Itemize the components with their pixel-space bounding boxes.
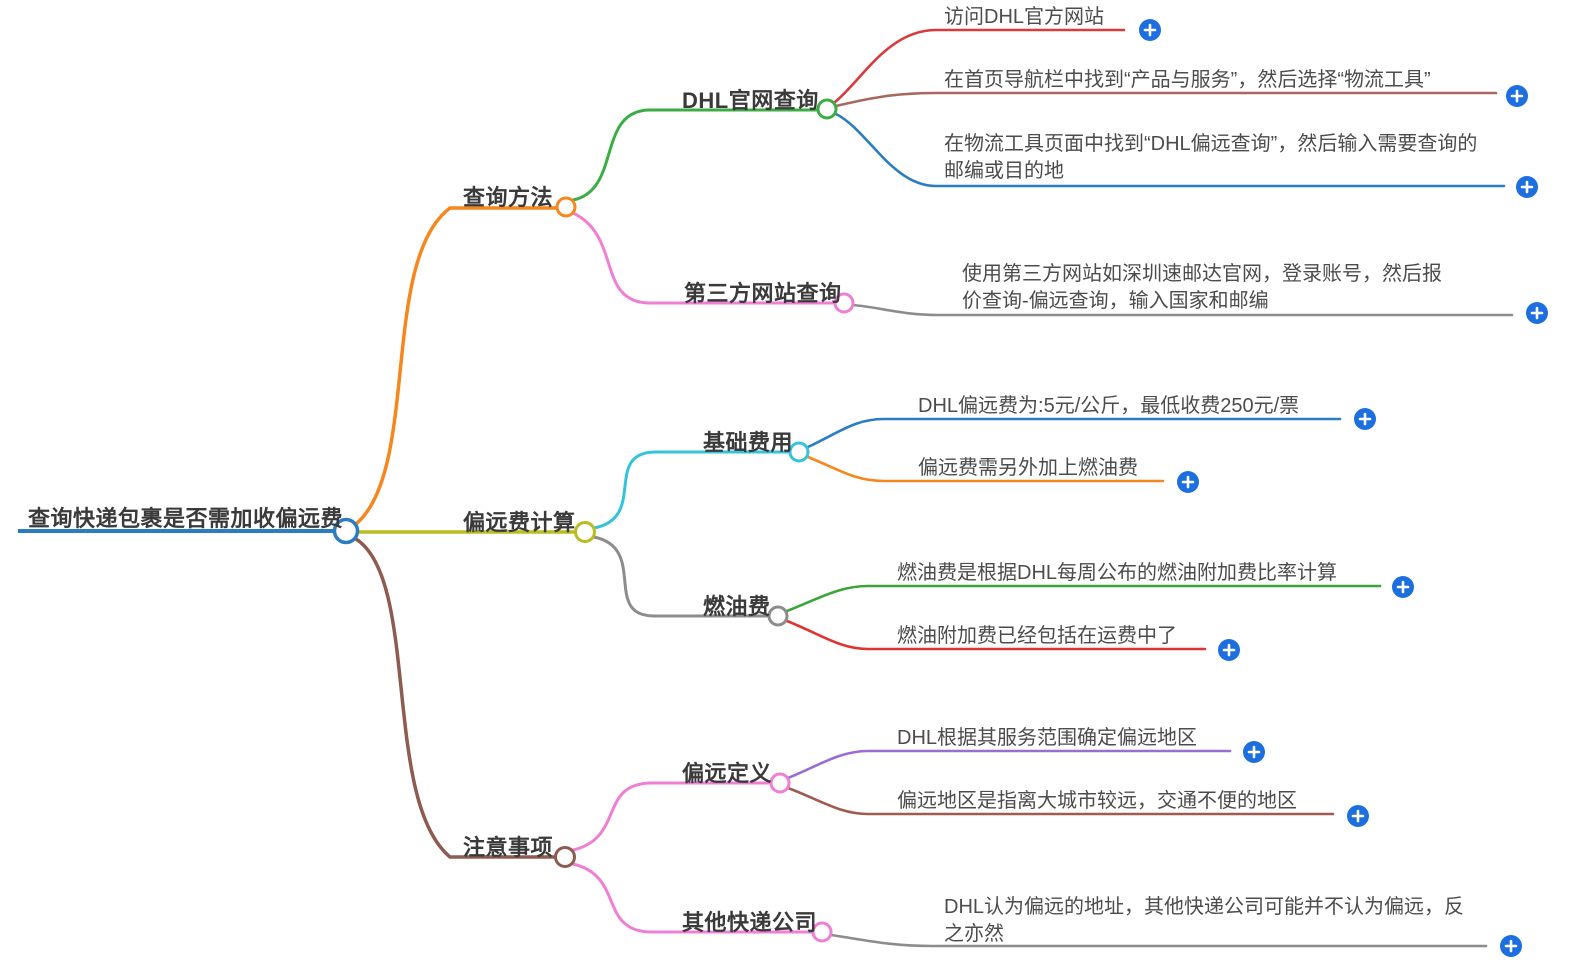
add-node-icon[interactable]: [1390, 574, 1416, 600]
leaf-line-logistics-tools-lookup: [834, 112, 1506, 188]
leaf-third-party-usage[interactable]: 使用第三方网站如深圳速邮达官网，登录账号，然后报价查询-偏远查询，输入国家和邮编: [962, 263, 1442, 312]
topic-base-fee[interactable]: 基础费用: [703, 430, 794, 455]
branch-line-dhl-official-site: [571, 108, 820, 202]
add-node-icon[interactable]: [1175, 469, 1201, 495]
branch-line-remote-definition: [571, 781, 772, 852]
leaf-visit-dhl-site[interactable]: 访问DHL官方网站: [944, 6, 1105, 28]
leaf-dhl-service-range[interactable]: DHL根据其服务范围确定偏远地区: [897, 727, 1198, 749]
branch-line-base-fee: [592, 450, 792, 530]
leaf-remote-fee-rate[interactable]: DHL偏远费为:5元/公斤，最低收费250元/票: [918, 395, 1300, 417]
node-circle-base-fee[interactable]: [788, 441, 810, 463]
branch-line-third-party-site: [571, 211, 836, 305]
add-node-icon[interactable]: [1137, 17, 1163, 43]
node-circle-query-methods[interactable]: [555, 196, 577, 218]
leaf-add-fuel-fee[interactable]: 偏远费需另外加上燃油费: [918, 457, 1138, 479]
leaf-nav-products-services[interactable]: 在首页导航栏中找到“产品与服务”，然后选择“物流工具”: [944, 69, 1431, 91]
branch-line-notes: [354, 537, 558, 859]
add-node-icon[interactable]: [1352, 406, 1378, 432]
topic-fuel-fee[interactable]: 燃油费: [703, 594, 771, 619]
leaf-line-visit-dhl-site: [833, 28, 1126, 104]
add-node-icon[interactable]: [1241, 739, 1267, 765]
add-node-icon[interactable]: [1524, 300, 1550, 326]
leaf-line-fuel-fee-weekly-rate: [785, 584, 1382, 613]
add-node-icon[interactable]: [1514, 174, 1540, 200]
leaf-line-add-fuel-fee: [806, 455, 1165, 483]
topic-fee-calculation[interactable]: 偏远费计算: [463, 510, 576, 535]
leaf-remote-area-meaning[interactable]: 偏远地区是指离大城市较远，交通不便的地区: [897, 790, 1297, 812]
node-circle-third-party-site[interactable]: [833, 292, 855, 314]
leaf-logistics-tools-lookup[interactable]: 在物流工具页面中找到“DHL偏远查询”，然后输入需要查询的邮编或目的地: [944, 133, 1478, 182]
node-circle-other-couriers[interactable]: [811, 921, 833, 943]
leaf-line-remote-area-meaning: [786, 786, 1335, 816]
topic-third-party-site[interactable]: 第三方网站查询: [684, 281, 842, 306]
leaf-line-third-party-usage: [851, 303, 1514, 317]
topic-dhl-official-site[interactable]: DHL官网查询: [682, 88, 819, 113]
branch-line-other-couriers: [571, 862, 814, 934]
add-node-icon[interactable]: [1345, 803, 1371, 829]
node-circle-dhl-official-site[interactable]: [816, 98, 838, 120]
topic-query-methods[interactable]: 查询方法: [463, 185, 554, 210]
topic-notes[interactable]: 注意事项: [463, 835, 554, 860]
node-circle-remote-definition[interactable]: [769, 772, 791, 794]
topic-other-couriers[interactable]: 其他快递公司: [682, 910, 818, 935]
node-circle-fuel-fee[interactable]: [767, 605, 789, 627]
node-circle-root[interactable]: [332, 517, 360, 545]
branch-line-fuel-fee: [592, 535, 771, 618]
branch-line-query-methods: [354, 206, 558, 526]
leaf-fuel-fee-weekly-rate[interactable]: 燃油费是根据DHL每周公布的燃油附加费比率计算: [897, 562, 1338, 584]
topic-remote-definition[interactable]: 偏远定义: [682, 761, 773, 786]
add-node-icon[interactable]: [1216, 637, 1242, 663]
leaf-other-courier-difference[interactable]: DHL认为偏远的地址，其他快递公司可能并不认为偏远，反之亦然: [944, 896, 1465, 945]
leaf-line-fuel-included-freight: [785, 619, 1207, 651]
leaf-fuel-included-freight[interactable]: 燃油附加费已经包括在运费中了: [897, 625, 1177, 647]
leaf-line-dhl-service-range: [786, 749, 1232, 780]
node-circle-fee-calculation[interactable]: [574, 521, 596, 543]
add-node-icon[interactable]: [1504, 83, 1530, 109]
leaf-line-other-courier-difference: [829, 933, 1488, 948]
node-circle-notes[interactable]: [554, 846, 576, 868]
leaf-line-nav-products-services: [834, 91, 1498, 108]
leaf-line-remote-fee-rate: [806, 417, 1342, 449]
root-topic[interactable]: 查询快递包裹是否需加收偏远费: [28, 506, 344, 531]
add-node-icon[interactable]: [1498, 933, 1524, 959]
